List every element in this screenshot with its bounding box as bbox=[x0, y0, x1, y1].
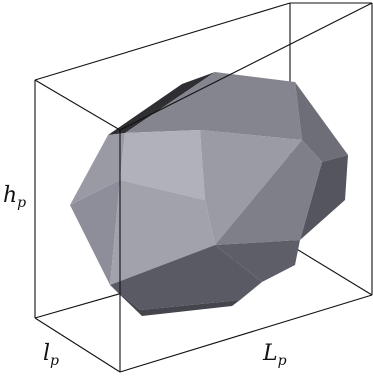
face-left-lower bbox=[70, 180, 120, 285]
face-front-lower bbox=[110, 180, 215, 285]
face-bottom bbox=[110, 245, 262, 310]
face-bottom-right bbox=[215, 240, 300, 282]
length-label: Lp bbox=[262, 341, 287, 369]
face-front-right bbox=[215, 140, 322, 245]
face-front-center bbox=[200, 130, 302, 245]
bounding-box-front bbox=[34, 2, 373, 373]
depth-label: lp bbox=[43, 341, 59, 369]
face-left-upper bbox=[70, 133, 125, 205]
face-right bbox=[300, 155, 348, 240]
face-bottom-edge bbox=[110, 285, 240, 316]
face-front-upper bbox=[120, 130, 205, 200]
face-top-right bbox=[295, 82, 348, 162]
face-top bbox=[125, 72, 302, 140]
face-top-dark bbox=[108, 72, 215, 135]
height-label: hp bbox=[3, 183, 26, 211]
polyhedron bbox=[70, 72, 348, 316]
